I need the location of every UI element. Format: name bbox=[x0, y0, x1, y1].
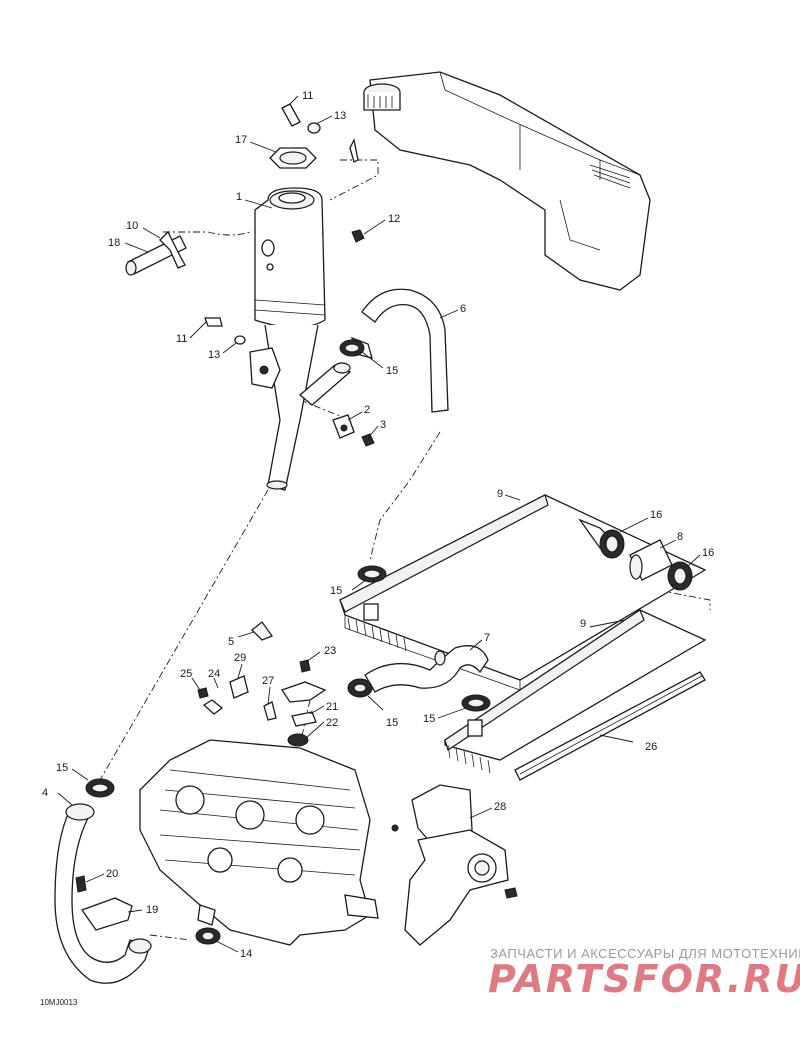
callout-5: 5 bbox=[228, 636, 234, 648]
watermark: ЗАПЧАСТИ И АКСЕССУАРЫ ДЛЯ МОТОТЕХНИКИ PA… bbox=[488, 946, 800, 1001]
callout-24: 24 bbox=[208, 668, 220, 680]
callout-7: 7 bbox=[484, 632, 490, 644]
callout-4: 4 bbox=[42, 787, 48, 799]
watermark-logo: PARTSFOR.RU bbox=[488, 957, 800, 1001]
clamp-16-left-part bbox=[599, 529, 625, 559]
hose-18-part bbox=[125, 230, 187, 276]
callout-29: 29 bbox=[234, 652, 246, 664]
callout-9-lower: 9 bbox=[580, 618, 586, 630]
clamp-16-right-part bbox=[667, 561, 693, 591]
diagram-reference-code: 10MJ0013 bbox=[40, 998, 78, 1007]
callout-13-top: 13 bbox=[334, 110, 346, 122]
leader-lines bbox=[57, 95, 701, 953]
callout-15-radiator-upper: 15 bbox=[330, 585, 342, 597]
watermark-tagline: ЗАПЧАСТИ И АКСЕССУАРЫ ДЛЯ МОТОТЕХНИКИ bbox=[490, 946, 800, 961]
callout-15-hose7: 15 bbox=[386, 717, 398, 729]
radiator-lower-part bbox=[444, 609, 707, 774]
callout-8: 8 bbox=[677, 531, 683, 543]
callout-11-top: 11 bbox=[302, 90, 313, 102]
radiator-cap-part bbox=[269, 147, 317, 169]
callout-18: 18 bbox=[108, 237, 120, 249]
callout-9-upper: 9 bbox=[497, 488, 503, 500]
callout-15-hose4: 15 bbox=[56, 762, 68, 774]
callout-26: 26 bbox=[645, 741, 657, 753]
hose-7-part bbox=[364, 645, 489, 693]
clamp-15-hose4-part bbox=[85, 778, 115, 798]
coolant-tank-part bbox=[254, 187, 326, 491]
callout-labels: 11 13 17 1 10 18 12 11 13 6 15 2 3 9 16 … bbox=[42, 90, 714, 960]
callout-25: 25 bbox=[180, 668, 192, 680]
callout-20: 20 bbox=[106, 868, 118, 880]
callout-27: 27 bbox=[262, 675, 274, 687]
intake-silencer-part bbox=[363, 71, 651, 291]
support-bracket-28-part bbox=[391, 784, 518, 946]
callout-16-right: 16 bbox=[702, 547, 714, 559]
callout-19: 19 bbox=[146, 904, 158, 916]
callout-13-mid: 13 bbox=[208, 349, 220, 361]
small-fittings bbox=[197, 621, 327, 747]
callout-22: 22 bbox=[326, 717, 338, 729]
bracket-nut-part bbox=[332, 414, 375, 447]
hose-6-part bbox=[351, 288, 449, 413]
callout-3: 3 bbox=[380, 419, 386, 431]
nut-12-part bbox=[351, 229, 365, 243]
engine-block-part bbox=[139, 739, 379, 946]
callout-16-left: 16 bbox=[650, 509, 662, 521]
callout-11-mid: 11 bbox=[176, 333, 187, 345]
tank-bracket-part bbox=[204, 317, 281, 389]
clamp-15-top-part bbox=[339, 339, 365, 357]
callout-17: 17 bbox=[235, 134, 247, 146]
callout-6: 6 bbox=[460, 303, 466, 315]
callout-15-top: 15 bbox=[386, 365, 398, 377]
top-bolt-part bbox=[281, 103, 359, 163]
tank-outlet-elbow-part bbox=[298, 362, 352, 406]
callout-12: 12 bbox=[388, 213, 400, 225]
bracket-19-part bbox=[75, 875, 133, 931]
callout-10: 10 bbox=[126, 220, 138, 232]
clamp-15-hose7-part bbox=[347, 678, 373, 698]
clamp-15-radiator-upper-part bbox=[357, 565, 387, 583]
callout-14: 14 bbox=[240, 948, 252, 960]
callout-28: 28 bbox=[494, 801, 506, 813]
hose-4-part bbox=[54, 803, 152, 984]
callout-21: 21 bbox=[326, 701, 338, 713]
rubber-strip-26-part bbox=[514, 671, 706, 781]
callout-2: 2 bbox=[364, 404, 370, 416]
clamp-15-radiator-lower-part bbox=[461, 694, 491, 712]
callout-15-radiator-lower: 15 bbox=[423, 713, 435, 725]
callout-1: 1 bbox=[236, 191, 242, 203]
callout-23: 23 bbox=[324, 645, 336, 657]
flow-lines bbox=[99, 159, 711, 941]
